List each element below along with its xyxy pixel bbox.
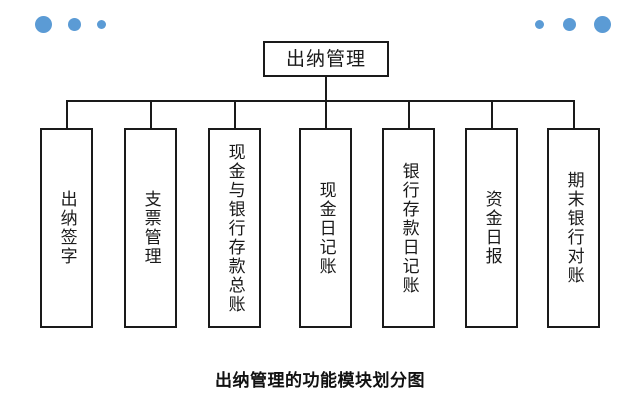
node-child-6-label: 资金日报 <box>482 190 502 266</box>
connector-drop-5 <box>408 100 410 128</box>
node-root-label: 出纳管理 <box>285 48 366 70</box>
connector-drop-7 <box>573 100 575 128</box>
node-child-1-label: 出纳签字 <box>57 190 77 266</box>
connector-horizontal-bus <box>66 100 574 102</box>
node-child-1[interactable]: 出纳签字 <box>40 128 93 328</box>
node-child-2-label: 支票管理 <box>141 190 161 266</box>
connector-drop-2 <box>150 100 152 128</box>
node-child-6[interactable]: 资金日报 <box>465 128 518 328</box>
decor-dot-large-left <box>35 16 52 33</box>
node-child-5[interactable]: 银行存款日记账 <box>382 128 435 328</box>
node-child-3-label: 现金与银行存款总账 <box>225 142 245 314</box>
node-child-3[interactable]: 现金与银行存款总账 <box>208 128 261 328</box>
node-child-7-label: 期末银行对账 <box>564 171 584 285</box>
decor-dot-small-left <box>97 20 106 29</box>
diagram-caption: 出纳管理的功能模块划分图 <box>215 371 425 391</box>
node-root[interactable]: 出纳管理 <box>263 41 389 77</box>
connector-drop-3 <box>234 100 236 128</box>
connector-drop-6 <box>491 100 493 128</box>
node-child-7[interactable]: 期末银行对账 <box>547 128 600 328</box>
node-child-4[interactable]: 现金日记账 <box>299 128 352 328</box>
connector-drop-1 <box>66 100 68 128</box>
node-child-5-label: 银行存款日记账 <box>399 161 419 295</box>
decor-dot-medium-left <box>68 18 81 31</box>
decor-dot-large-right <box>594 16 611 33</box>
node-child-2[interactable]: 支票管理 <box>124 128 177 328</box>
node-child-4-label: 现金日记账 <box>316 180 336 276</box>
connector-drop-4 <box>325 100 327 128</box>
decor-dot-medium-right <box>563 18 576 31</box>
decor-dot-small-right <box>535 20 544 29</box>
